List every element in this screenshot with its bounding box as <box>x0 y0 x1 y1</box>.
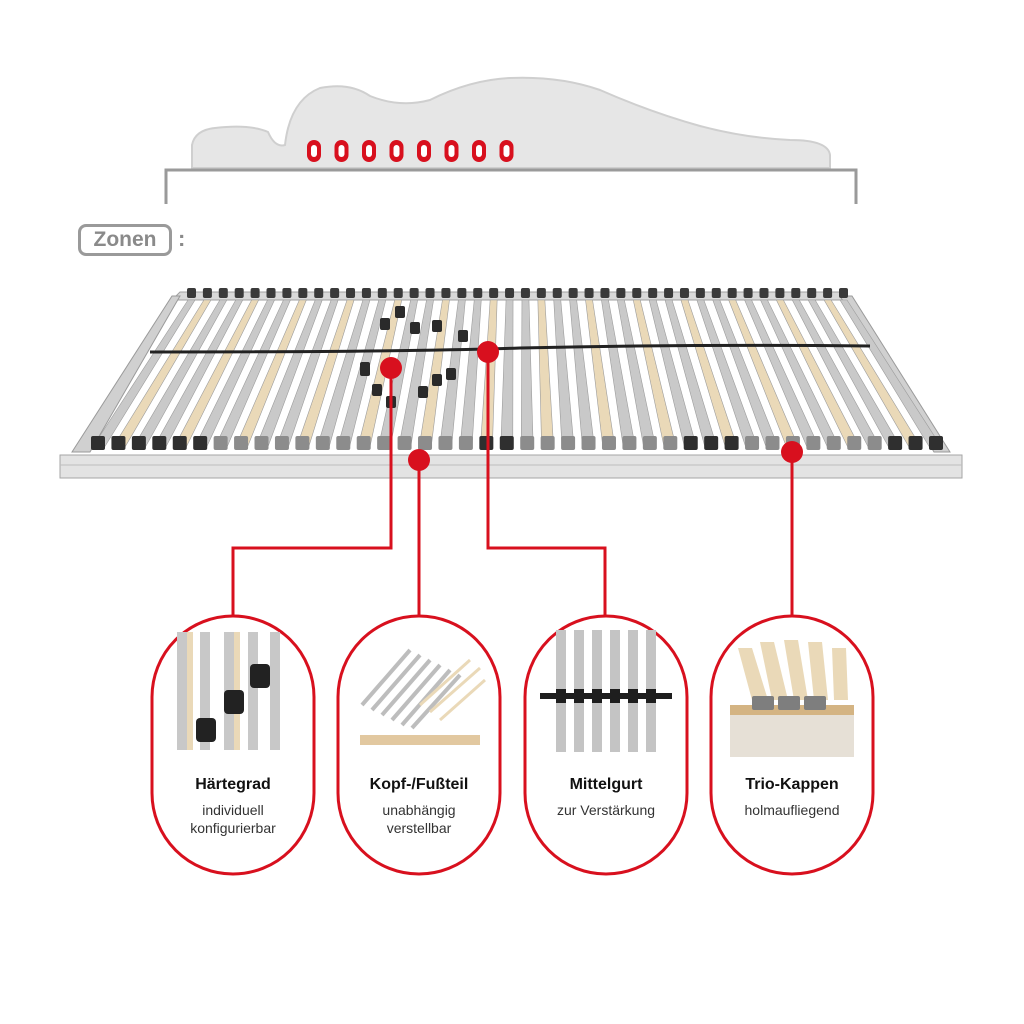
feature-trio-caps-subtitle: holmaufliegend <box>744 802 840 818</box>
slatted-frame <box>59 288 963 479</box>
zone-1-label: 1 <box>196 224 236 264</box>
zones-separator: : <box>178 226 186 251</box>
zone-5-label: 5 <box>423 224 555 264</box>
feature-trio-caps-title: Trio-Kappen <box>745 776 839 793</box>
zone-3-label: 3 <box>287 224 373 264</box>
feature-hardness-title: Härtegrad <box>195 776 271 793</box>
zone-7-label: 7 <box>788 224 828 264</box>
hardness-markers <box>307 140 514 162</box>
zone-6-label: 6 <box>560 224 782 264</box>
zones-prefix-label: Zonen <box>78 224 172 256</box>
bed-outline-bracket <box>164 168 858 204</box>
callout-lines <box>231 352 794 616</box>
feature-head-foot-title: Kopf-/Fußteil <box>369 776 469 793</box>
feature-head-foot-subtitle: unabhängig verstellbar <box>382 802 456 836</box>
adjustable-head-foot-icon <box>360 648 486 745</box>
feature-center-strap-subtitle: zur Verstärkung <box>556 802 656 818</box>
body-silhouette <box>191 76 831 169</box>
trio-caps-icon <box>730 640 854 757</box>
center-strap-icon <box>540 630 672 752</box>
slat-hardness-slider-icon <box>177 632 280 750</box>
callout-dots <box>380 341 803 471</box>
zone-2-label: 2 <box>242 224 282 264</box>
feature-hardness-subtitle: individuell konfigurierbar <box>190 802 276 836</box>
feature-center-strap-title: Mittelgurt <box>569 776 643 793</box>
zone-4-label: 4 <box>377 224 417 264</box>
